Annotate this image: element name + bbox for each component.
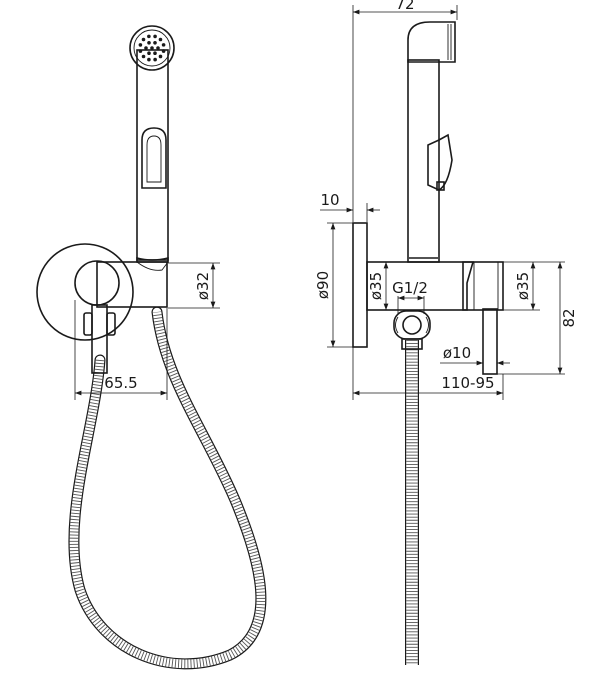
dim-handle-offset: 65.5 (104, 374, 137, 392)
wall-flange (36, 243, 134, 341)
wall-plate (352, 222, 368, 348)
spray-hole (147, 41, 151, 45)
spray-hole (156, 46, 160, 50)
valve-lever (91, 304, 108, 374)
dim-height: 82 (560, 308, 578, 327)
shower-handle-side (407, 59, 440, 263)
dim-plate-diameter: ø90 (314, 271, 332, 299)
valve-body (96, 261, 168, 308)
dim-overall-width: 72 (395, 0, 414, 13)
spray-hole (141, 54, 146, 59)
dim-body-diameter-right: ø35 (514, 272, 532, 300)
hose-nut (393, 310, 431, 350)
spray-hole (141, 37, 146, 42)
spray-hole (153, 34, 157, 39)
front-view: ø32 65.5 (36, 25, 267, 670)
spray-head (129, 25, 175, 71)
dim-pin-diameter: ø10 (443, 344, 471, 362)
dim-body-diameter-left: ø35 (367, 272, 385, 300)
side-view: 72 10 ø90 ø35 G1/2 ø35 82 ø10 (314, 0, 578, 665)
valve-pin (482, 308, 498, 375)
dim-holder-diameter: ø32 (194, 272, 212, 300)
spray-hole (161, 49, 166, 53)
spray-hole (153, 51, 157, 55)
spray-hole (147, 51, 151, 55)
spray-hole (153, 57, 157, 62)
spray-hole (147, 34, 151, 39)
trigger-side (427, 133, 453, 191)
spray-hole (161, 43, 166, 47)
spray-hole (147, 57, 151, 62)
spray-hole (138, 49, 143, 53)
spray-hole (150, 46, 154, 50)
spray-head-side (407, 21, 456, 63)
dim-plate-thickness: 10 (320, 191, 339, 209)
dim-projection: 110-95 (441, 374, 494, 392)
spray-hole (144, 46, 148, 50)
spray-hole (158, 37, 163, 42)
hose-front (68, 306, 267, 670)
spray-hole (153, 41, 157, 45)
spray-hole (158, 54, 163, 59)
trigger (141, 127, 167, 189)
spray-holes (138, 34, 166, 62)
valve-body-side (366, 261, 504, 311)
dim-thread: G1/2 (392, 279, 428, 297)
spray-hole (138, 43, 143, 47)
